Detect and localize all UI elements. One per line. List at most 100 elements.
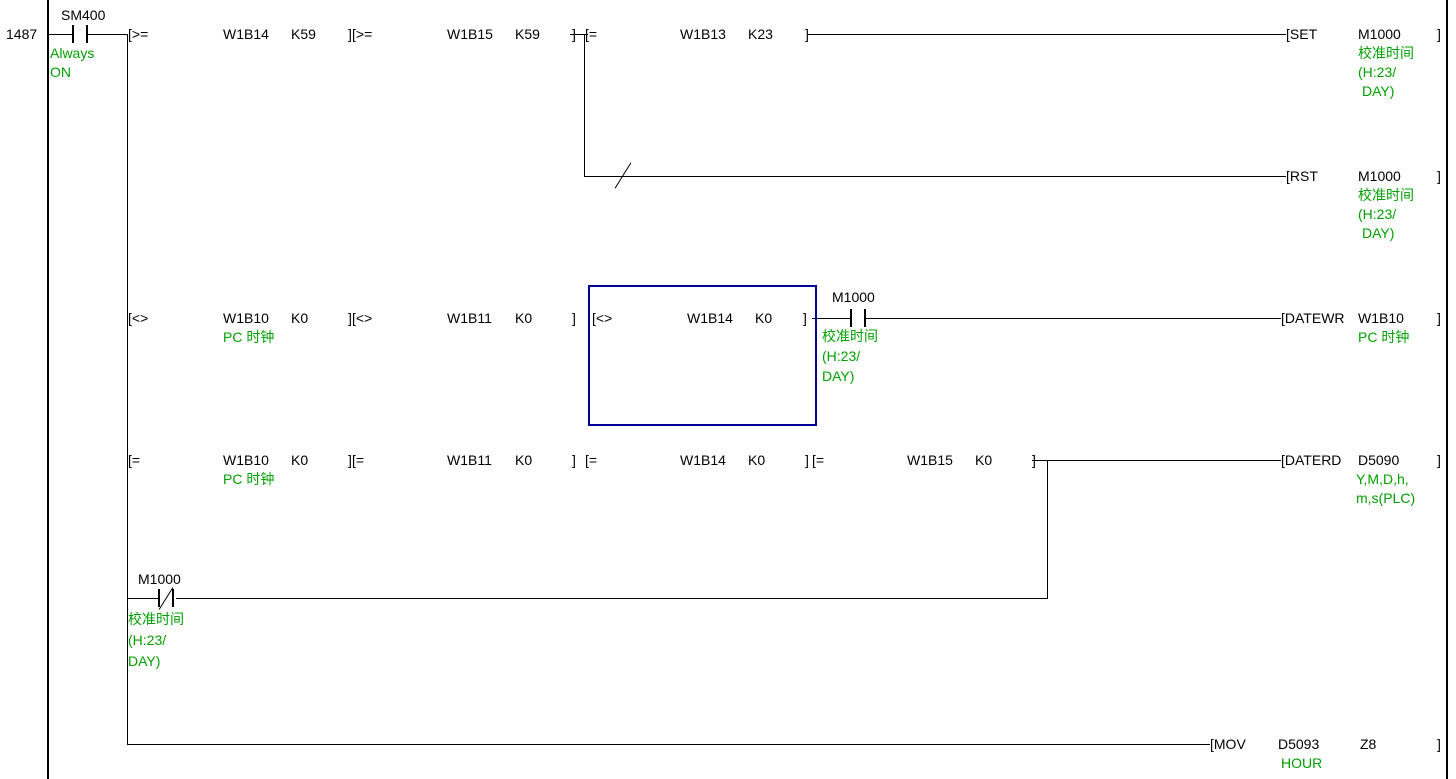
device-comment: PC 时钟 xyxy=(223,329,275,345)
device-comment: ON xyxy=(50,64,71,80)
wire-segment xyxy=(88,34,128,35)
wire-segment xyxy=(808,34,1286,35)
device-comment: PC 时钟 xyxy=(1358,329,1410,345)
contact-bar xyxy=(72,25,74,43)
device-comment: 校准时间 xyxy=(128,611,184,627)
compare-instruction[interactable]: [<> W1B14 K0 ] xyxy=(592,309,820,327)
cmp-device: W1B10 xyxy=(223,310,269,326)
branch-wire xyxy=(127,34,128,744)
output-mov-instruction[interactable]: [MOV D5093 Z8 ] xyxy=(1210,735,1446,753)
cmp-close: ] xyxy=(805,452,809,468)
compare-instruction[interactable]: [<> W1B10 K0 ] xyxy=(128,309,356,327)
cmp-close: ] xyxy=(1032,452,1036,468)
wire-segment xyxy=(176,598,1048,599)
cmp-device: W1B15 xyxy=(447,26,493,42)
wire-segment xyxy=(49,34,72,35)
contact-m1000-no[interactable] xyxy=(850,309,866,327)
cmp-device: W1B15 xyxy=(907,452,953,468)
device-comment: DAY) xyxy=(822,368,855,384)
cmp-op: [= xyxy=(585,26,598,42)
out-operand: D5090 xyxy=(1358,452,1400,468)
cmp-close: ] xyxy=(803,310,807,326)
contact-bar xyxy=(86,25,88,43)
selection-cursor xyxy=(588,285,817,426)
cmp-constant: K0 xyxy=(291,310,309,326)
cmp-device: W1B11 xyxy=(447,310,492,326)
compare-instruction[interactable]: [= W1B10 K0 ] xyxy=(128,451,356,469)
contact-sm400[interactable] xyxy=(70,25,88,43)
output-daterd-instruction[interactable]: [DATERD D5090 ] xyxy=(1281,451,1446,469)
device-comment: DAY) xyxy=(1362,225,1395,241)
compare-instruction[interactable]: [>= W1B15 K59 ] xyxy=(352,25,580,43)
cmp-device: W1B13 xyxy=(680,26,726,42)
out-mnemonic: [SET xyxy=(1286,26,1318,42)
device-label: M1000 xyxy=(832,289,875,305)
contact-m1000-nc[interactable] xyxy=(158,587,174,610)
compare-instruction[interactable]: [>= W1B14 K59 ] xyxy=(128,25,356,43)
device-comment: Always xyxy=(50,45,95,61)
device-comment: 校准时间 xyxy=(822,328,878,344)
compare-instruction[interactable]: [<> W1B11 K0 ] xyxy=(352,309,580,327)
cmp-device: W1B10 xyxy=(223,452,269,468)
out-mnemonic: [RST xyxy=(1286,168,1318,184)
out-operand: M1000 xyxy=(1358,26,1401,42)
cmp-close: ] xyxy=(348,310,352,326)
cmp-close: ] xyxy=(348,26,352,42)
output-set-instruction[interactable]: [SET M1000 ] xyxy=(1286,25,1446,43)
cmp-close: ] xyxy=(805,26,809,42)
compare-instruction[interactable]: [= W1B11 K0 ] xyxy=(352,451,580,469)
cmp-op: [<> xyxy=(352,310,373,326)
cmp-constant: K23 xyxy=(748,26,773,42)
device-comment: HOUR xyxy=(1281,755,1323,771)
output-datewr-instruction[interactable]: [DATEWR W1B10 ] xyxy=(1281,309,1446,327)
cmp-device: W1B14 xyxy=(680,452,726,468)
cmp-close: ] xyxy=(572,452,576,468)
cmp-constant: K0 xyxy=(755,310,773,326)
cmp-device: W1B14 xyxy=(687,310,733,326)
compare-instruction[interactable]: [= W1B15 K0 ] xyxy=(812,451,1040,469)
compare-instruction[interactable]: [= W1B14 K0 ] xyxy=(585,451,813,469)
cmp-close: ] xyxy=(348,452,352,468)
out-operand: M1000 xyxy=(1358,168,1401,184)
cmp-op: [= xyxy=(352,452,365,468)
wire-segment xyxy=(812,318,850,319)
output-rst-instruction[interactable]: [RST M1000 ] xyxy=(1286,167,1446,185)
cmp-op: [= xyxy=(585,452,598,468)
compare-instruction[interactable]: [= W1B13 K23 ] xyxy=(585,25,813,43)
out-close: ] xyxy=(1437,168,1441,184)
cmp-constant: K0 xyxy=(748,452,766,468)
device-comment: m,s(PLC) xyxy=(1356,490,1416,506)
device-label: M1000 xyxy=(138,571,181,587)
device-comment: Y,M,D,h, xyxy=(1356,471,1409,487)
contact-bar xyxy=(864,309,866,327)
wire-segment xyxy=(584,176,1286,177)
rung-step-number: 1487 xyxy=(6,26,38,42)
device-comment: (H:23/ xyxy=(822,348,861,364)
out-operand: W1B10 xyxy=(1358,310,1404,326)
cmp-close: ] xyxy=(572,26,576,42)
cmp-close: ] xyxy=(572,310,576,326)
device-comment: (H:23/ xyxy=(1358,64,1397,80)
device-comment: (H:23/ xyxy=(128,632,167,648)
cmp-device: W1B14 xyxy=(223,26,269,42)
left-power-rail xyxy=(47,0,49,779)
out-mnemonic: [MOV xyxy=(1210,736,1246,752)
cmp-op: [= xyxy=(128,452,141,468)
cmp-constant: K59 xyxy=(515,26,540,42)
cmp-device: W1B11 xyxy=(447,452,492,468)
right-power-rail xyxy=(1446,0,1448,779)
cmp-constant: K0 xyxy=(291,452,309,468)
out-mnemonic: [DATEWR xyxy=(1281,310,1345,326)
out-mnemonic: [DATERD xyxy=(1281,452,1342,468)
device-comment: DAY) xyxy=(128,653,161,669)
wire-segment xyxy=(127,744,1210,745)
cmp-op: [>= xyxy=(128,26,149,42)
device-label: SM400 xyxy=(61,7,106,23)
contact-bar xyxy=(850,309,852,327)
wire-segment xyxy=(1032,460,1281,461)
wire-segment xyxy=(570,34,588,35)
device-comment: 校准时间 xyxy=(1358,45,1414,61)
out-source: D5093 xyxy=(1278,736,1320,752)
contact-bar xyxy=(172,589,174,607)
